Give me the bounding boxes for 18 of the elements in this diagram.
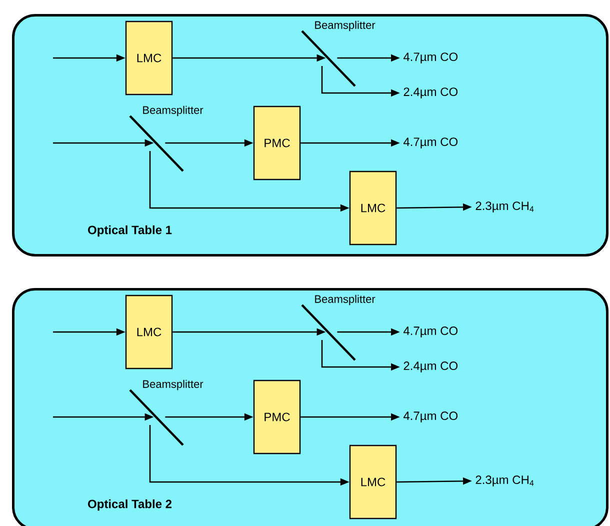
- output-label: 2.3µm CH$_{4}$: [476, 476, 534, 486]
- beamsplitter-label: Beamsplitter: [143, 380, 204, 390]
- output-label: 4.7µm CO: [403, 412, 458, 422]
- output-label: 2.4µm CO: [404, 362, 458, 372]
- module-box: LMC: [125, 294, 173, 370]
- output-label: 4.7µm CO: [403, 326, 458, 338]
- beamsplitter-label: Beamsplitter: [315, 294, 376, 306]
- module-box: PMC: [253, 380, 301, 454]
- module-box: LMC: [125, 20, 173, 96]
- beamsplitter-label: Beamsplitter: [143, 106, 204, 116]
- beamsplitter-label: Beamsplitter: [315, 20, 376, 32]
- output-label: 2.3µm CH$_{4}$: [476, 202, 534, 212]
- output-label: 4.7µm CO: [403, 138, 458, 148]
- output-label: 2.4µm CO: [404, 88, 458, 98]
- module-box: LMC: [349, 170, 397, 246]
- output-label: 4.7µm CO: [403, 52, 458, 64]
- module-box: PMC: [253, 106, 301, 180]
- module-box: LMC: [349, 444, 397, 520]
